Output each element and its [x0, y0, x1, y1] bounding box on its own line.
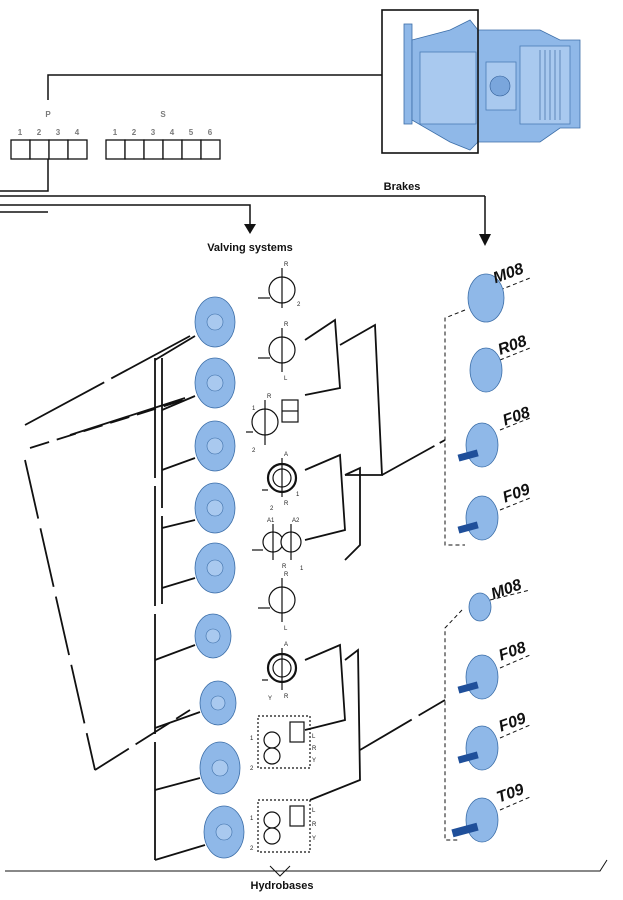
svg-text:R: R [284, 262, 289, 268]
p-code-label: P [45, 110, 51, 119]
svg-text:A2: A2 [292, 518, 300, 524]
hydrobase-disc [194, 296, 236, 348]
svg-text:1: 1 [250, 816, 254, 822]
brake-shaft-f09 [457, 495, 499, 541]
s-digit-5: 5 [189, 128, 194, 137]
svg-text:1: 1 [250, 736, 254, 742]
brake-label-t09: T09 [495, 781, 527, 806]
svg-text:R: R [312, 746, 317, 752]
svg-text:2: 2 [297, 302, 301, 308]
svg-text:Y: Y [312, 758, 316, 764]
svg-text:R: R [284, 694, 289, 700]
svg-text:1: 1 [296, 492, 300, 498]
brake-shaft-f08 [457, 422, 499, 468]
valving-systems-title: Valving systems [207, 242, 293, 254]
s-code-boxes [105, 139, 221, 160]
svg-text:Y: Y [268, 696, 272, 702]
s-digit-2: 2 [132, 128, 137, 137]
svg-text:A: A [284, 642, 288, 648]
hydrobases-brace [5, 859, 608, 872]
brakes-title: Brakes [384, 181, 421, 193]
brake-label-r08: R08 [496, 333, 529, 359]
s-code-label: S [160, 110, 166, 119]
svg-text:2: 2 [250, 766, 254, 772]
brake-label-f09: F09 [501, 481, 533, 506]
hydrobase-disc [199, 741, 241, 795]
connector-lines [24, 318, 446, 861]
valve-symbol: R 2 [258, 262, 301, 308]
svg-text:L: L [312, 808, 316, 814]
valving-connector-line [0, 204, 251, 228]
p-connector-line [47, 74, 382, 100]
hydrobase-disc [194, 420, 236, 472]
valving-arrow-icon [244, 224, 256, 234]
svg-text:R: R [284, 501, 289, 507]
motor-cutaway-image [381, 9, 581, 154]
svg-text:L: L [312, 734, 316, 740]
brake-label-f09-b: F09 [497, 710, 529, 735]
hydrobase-disc [194, 482, 236, 534]
svg-text:2: 2 [252, 448, 256, 454]
hydrobase-disc [199, 680, 237, 726]
brake-shaft-f08-b [457, 654, 499, 700]
p-digit-4: 4 [75, 128, 80, 137]
hydrobase-components [194, 296, 245, 859]
svg-text:L: L [284, 376, 288, 382]
valve-symbol: R L [258, 322, 296, 382]
p-digit-2: 2 [37, 128, 42, 137]
svg-text:1: 1 [252, 406, 256, 412]
valving-symbols: R 2 R L R 1 2 A R [246, 262, 317, 853]
valve-symbol: A R 1 2 [262, 452, 300, 512]
svg-text:R: R [312, 822, 317, 828]
s-digit-6: 6 [208, 128, 213, 137]
motor-highlight-box [381, 9, 479, 154]
brake-disc-m08-b [468, 592, 492, 622]
brake-shaft-f09-b [457, 725, 499, 771]
svg-text:L: L [284, 626, 288, 632]
brakes-arrow-icon [479, 234, 491, 246]
svg-text:A1: A1 [267, 518, 275, 524]
svg-text:R: R [282, 564, 287, 570]
svg-text:R: R [284, 572, 289, 578]
s-digit-3: 3 [151, 128, 156, 137]
svg-text:2: 2 [250, 846, 254, 852]
brake-label-f08-b: F08 [497, 639, 529, 664]
brake-group-1 [457, 273, 505, 541]
brake-disc-r08 [469, 347, 503, 393]
p-digit-1: 1 [18, 128, 23, 137]
brake-brackets [444, 277, 531, 841]
brake-group-2 [451, 592, 499, 843]
brake-disc-m08 [467, 273, 505, 323]
svg-text:A: A [284, 452, 288, 458]
p-digit-3: 3 [56, 128, 61, 137]
valve-symbol: L R Y 1 2 [250, 715, 317, 772]
valve-symbol: R L [258, 572, 296, 632]
hydrobase-disc [194, 542, 236, 594]
brake-label-f08: F08 [501, 404, 533, 429]
hydrobase-disc [194, 613, 232, 659]
brake-label-m08: M08 [491, 260, 526, 287]
valve-symbol: A1 A2 R 1 [252, 518, 304, 572]
valve-symbol: A R Y [262, 642, 298, 702]
svg-text:2: 2 [270, 506, 274, 512]
svg-text:R: R [267, 394, 272, 400]
s-digit-4: 4 [170, 128, 175, 137]
p-code-boxes [10, 139, 88, 160]
brake-label-m08-b: M08 [489, 576, 524, 603]
valve-symbol: R 1 2 [246, 394, 299, 454]
brake-shaft-t09 [451, 797, 499, 843]
hydrobase-disc [194, 357, 236, 409]
svg-text:Y: Y [312, 836, 316, 842]
hydrobase-disc [203, 805, 245, 859]
valve-symbol: L R Y 1 2 [250, 799, 317, 853]
s-digit-1: 1 [113, 128, 118, 137]
svg-text:1: 1 [300, 566, 304, 572]
svg-text:R: R [284, 322, 289, 328]
hydrobases-title: Hydrobases [251, 880, 314, 892]
